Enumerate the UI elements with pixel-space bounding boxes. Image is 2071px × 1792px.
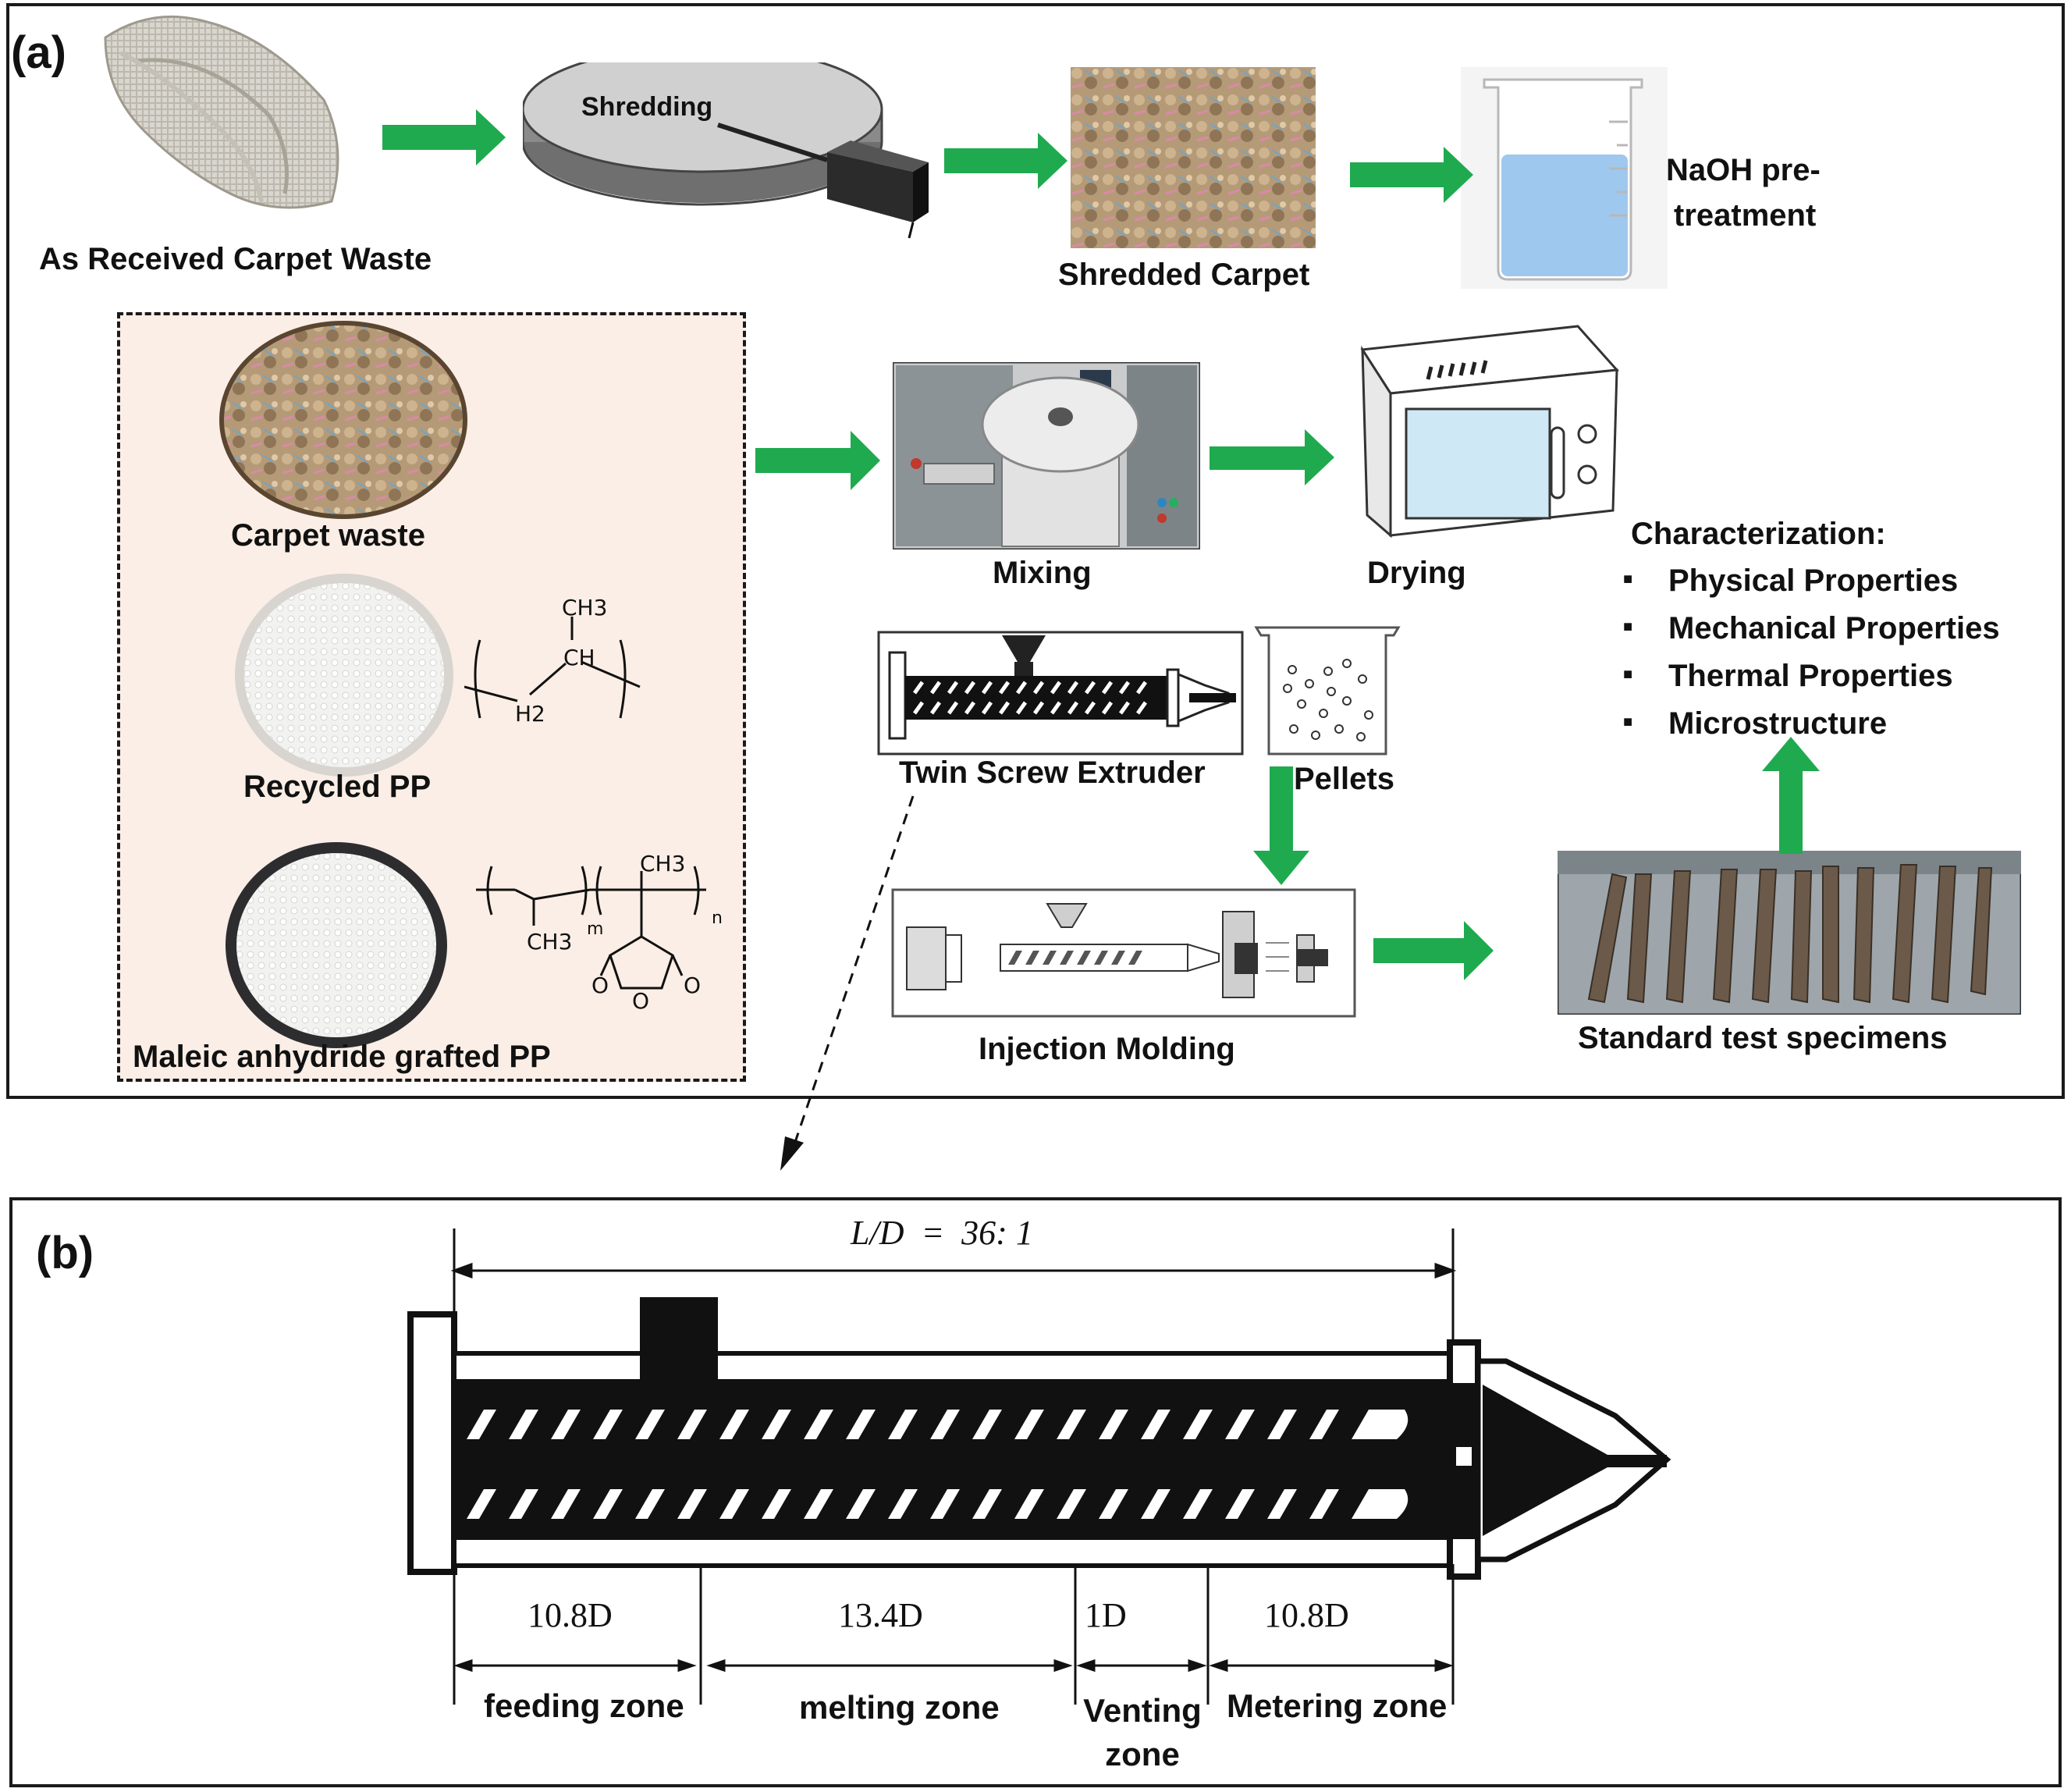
drying-label: Drying bbox=[1367, 556, 1466, 590]
ma-o-right: O bbox=[684, 972, 702, 998]
zone-name: feeding zone bbox=[484, 1687, 684, 1724]
pp-ch: CH bbox=[563, 645, 595, 670]
characterization-title: Characterization: bbox=[1631, 517, 1886, 551]
panel-b-letter: (b) bbox=[36, 1228, 94, 1278]
characterization-item: Microstructure bbox=[1623, 701, 2000, 748]
arrow-right bbox=[1350, 147, 1473, 203]
pellets-image bbox=[1254, 626, 1401, 756]
pp-structure bbox=[464, 617, 641, 719]
carpet-waste-image bbox=[104, 15, 339, 209]
beaker-image bbox=[1461, 67, 1668, 289]
panel-a-letter: (a) bbox=[11, 27, 66, 78]
zone-length: 1D bbox=[1085, 1596, 1127, 1634]
characterization-item: Mechanical Properties bbox=[1623, 606, 2000, 653]
zone-length: 13.4D bbox=[838, 1596, 923, 1634]
ld-ratio: L/D = 36: 1 bbox=[851, 1214, 1033, 1252]
shredded-carpet-label: Shredded Carpet bbox=[1058, 258, 1310, 292]
ma-ch3-top: CH3 bbox=[640, 851, 686, 876]
zone-length: 10.8D bbox=[1264, 1596, 1349, 1634]
naoh-label-line1: NaOH pre- bbox=[1666, 153, 1821, 187]
zone-length: 10.8D bbox=[528, 1596, 613, 1634]
naoh-label-line2: treatment bbox=[1674, 198, 1817, 233]
carpet-waste-label: Carpet waste bbox=[231, 518, 425, 553]
arrow-right bbox=[1373, 921, 1494, 980]
dryer-image bbox=[1360, 325, 1620, 539]
flow-arrows bbox=[382, 109, 1820, 980]
recycled-pp-dish bbox=[235, 574, 453, 777]
standard-specimens-label: Standard test specimens bbox=[1578, 1021, 1948, 1055]
characterization-item: Physical Properties bbox=[1623, 558, 2000, 606]
characterization-list: Physical Properties Mechanical Propertie… bbox=[1623, 558, 2000, 748]
ma-pp-structure bbox=[476, 866, 706, 990]
shredded-carpet-image bbox=[1071, 67, 1316, 248]
pp-ch3: CH3 bbox=[562, 595, 608, 620]
recycled-pp-label: Recycled PP bbox=[243, 770, 432, 804]
arrow-up bbox=[1762, 737, 1820, 854]
ma-m: m bbox=[587, 919, 604, 939]
twin-screw-extruder-label: Twin Screw Extruder bbox=[899, 756, 1206, 790]
ma-pp-dish bbox=[226, 842, 447, 1048]
characterization-item: Thermal Properties bbox=[1623, 653, 2000, 701]
mixer-image bbox=[893, 362, 1200, 549]
zone-name: Metering zone bbox=[1227, 1687, 1448, 1724]
ma-n: n bbox=[712, 908, 723, 928]
ma-ch3-bottom: CH3 bbox=[527, 929, 573, 955]
zoom-link-arrow bbox=[780, 795, 915, 1171]
injection-molding-image bbox=[891, 888, 1356, 1018]
pp-h2: H2 bbox=[515, 701, 545, 727]
mixing-label: Mixing bbox=[993, 556, 1092, 590]
screw-flights bbox=[467, 1410, 1408, 1519]
arrow-right bbox=[755, 431, 880, 490]
injection-molding-label: Injection Molding bbox=[979, 1032, 1235, 1066]
ma-o-ring: O bbox=[632, 988, 650, 1014]
pellets-label: Pellets bbox=[1294, 762, 1394, 796]
arrow-right bbox=[382, 109, 506, 165]
shredder-image bbox=[523, 62, 929, 239]
test-specimens-image bbox=[1558, 851, 2021, 1015]
ma-pp-label: Maleic anhydride grafted PP bbox=[133, 1040, 551, 1074]
carpet-waste-oval bbox=[219, 321, 467, 519]
arrow-down bbox=[1253, 766, 1309, 885]
zone-name: Venting zone bbox=[1083, 1692, 1202, 1772]
extruder-diagram bbox=[407, 1228, 1671, 1705]
as-received-carpet-label: As Received Carpet Waste bbox=[39, 242, 432, 276]
ma-o-left: O bbox=[591, 972, 609, 998]
extruder-small-image bbox=[877, 631, 1244, 756]
shredding-label: Shredding bbox=[581, 92, 713, 122]
arrow-right bbox=[1210, 429, 1334, 485]
zone-name: melting zone bbox=[799, 1689, 1000, 1726]
arrow-right bbox=[944, 133, 1067, 189]
